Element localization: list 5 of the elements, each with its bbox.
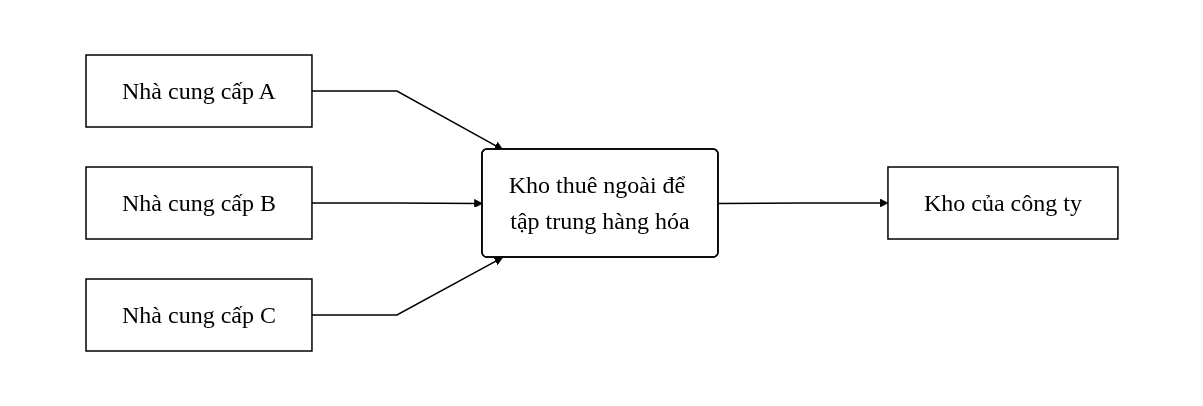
arrow [717,198,888,208]
node-box: Nhà cung cấp C [84,278,313,352]
node-box: Kho của công ty [886,166,1119,240]
node-box: Nhà cung cấp A [84,54,313,128]
node-box: Nhà cung cấp B [84,166,313,240]
